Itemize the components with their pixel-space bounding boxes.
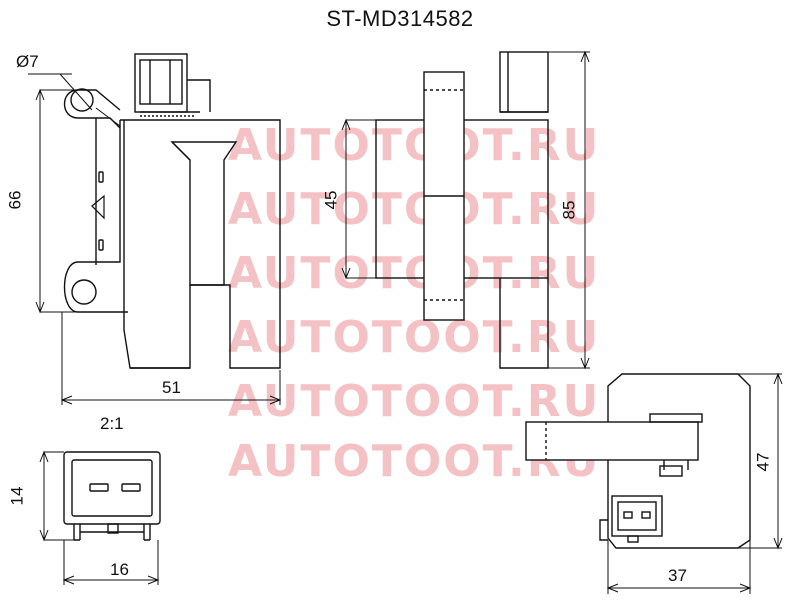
top-dimension-lines [606,372,783,594]
side-height-label: 66 [5,190,25,210]
connector-width-label: 16 [110,560,129,579]
watermark-2: AUTOTOOT.RU [228,184,601,235]
side-dimension-lines [341,50,590,370]
front-view [63,53,281,369]
part-number-title: ST-MD314582 [326,6,474,31]
top-view-width-label: 37 [668,566,687,585]
hole-diameter-label: Ø7 [16,52,39,71]
watermark-1: AUTOTOOT.RU [228,120,601,171]
connector-detail [63,451,161,541]
top-view [525,373,751,549]
watermark-5: AUTOTOOT.RU [228,376,601,427]
side-width-label: 51 [162,378,181,397]
total-height-label: 85 [559,200,579,220]
top-view-height-label: 47 [753,452,773,472]
core-height-label: 45 [321,190,341,210]
side-view [375,51,549,369]
connector-scale-label: 2:1 [100,414,124,433]
watermark-3: AUTOTOOT.RU [228,248,601,299]
connector-height-label: 14 [7,486,27,506]
front-dimension-lines [28,73,282,405]
watermark-4: AUTOTOOT.RU [228,312,601,363]
connector-dimension-lines [39,450,160,585]
